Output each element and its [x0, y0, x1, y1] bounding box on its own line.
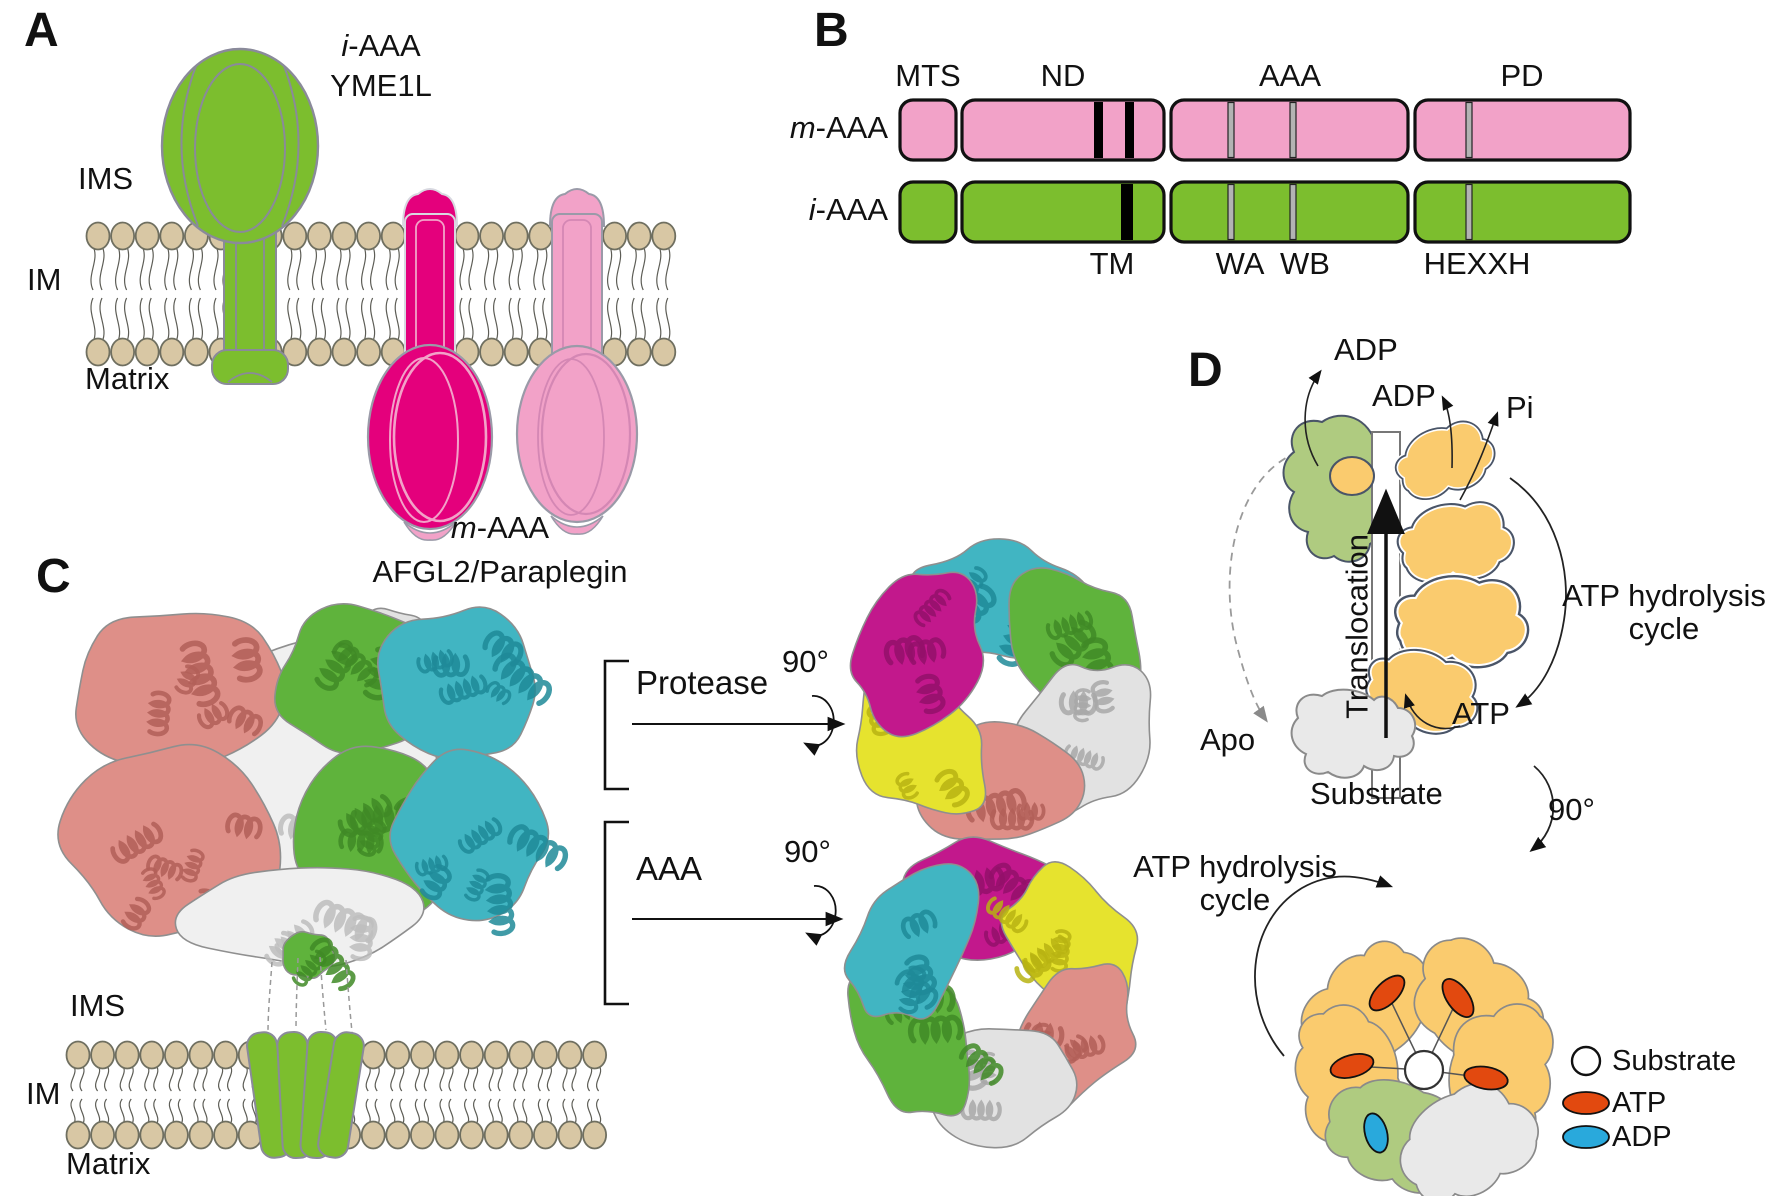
- legend-adp-label: ADP: [1612, 1121, 1672, 1153]
- tm-connector-lines: [267, 956, 353, 1033]
- rotation-90-label-2: 90°: [784, 834, 831, 869]
- protease-aaa-brackets: [603, 659, 629, 1006]
- panel-c-im-label: IM: [26, 1076, 61, 1111]
- legend-atp-icon: [1562, 1091, 1610, 1115]
- domain-label-aaa: AAA: [1258, 58, 1322, 93]
- panel-c-matrix-label: Matrix: [66, 1146, 151, 1181]
- panel-d-top-view: [1254, 875, 1610, 1196]
- motif-label-tm: TM: [1089, 246, 1135, 281]
- m-aaa-title: m-AAA: [450, 510, 550, 545]
- panel-d-letter: D: [1188, 344, 1223, 397]
- adp-release-arrow-1: [1304, 369, 1322, 467]
- apo-return-dashed-arc: [1228, 451, 1299, 723]
- rotation-90-label-3: 90°: [1548, 792, 1595, 827]
- aaa-bracket-label: AAA: [636, 850, 703, 887]
- atp-molecule-3: [1329, 1053, 1375, 1079]
- adp-release-label-1: ADP: [1334, 332, 1398, 367]
- rotation-arc-2: [805, 885, 837, 946]
- afg3l2-paraplegin-label: AFGL2/Paraplegin: [372, 554, 628, 589]
- panel-a-matrix-label: Matrix: [85, 361, 170, 396]
- row-label-i-aaa: i-AAA: [808, 192, 888, 227]
- adp-release-arrow-2: [1441, 395, 1454, 469]
- pi-release-arrow: [1459, 411, 1499, 501]
- substrate-label: Substrate: [1310, 776, 1443, 811]
- domain-bar-m-aaa: [898, 98, 1632, 162]
- motif-label-wa: WA: [1215, 246, 1265, 281]
- adp-molecule: [1363, 1112, 1389, 1154]
- atp-binding-arrow: [1403, 693, 1461, 730]
- motif-label-hexxh: HEXXH: [1423, 246, 1531, 281]
- atp-subunit-tip: [1329, 456, 1375, 496]
- yme1l-label: YME1L: [330, 68, 432, 103]
- legend-substrate-icon: [1570, 1045, 1602, 1077]
- protease-ring-top-view: [849, 538, 1152, 840]
- row-label-m-aaa: m-AAA: [789, 110, 888, 145]
- i-aaa-title: i-AAA: [341, 28, 421, 63]
- apo-label: Apo: [1200, 722, 1256, 757]
- aaa-ring-top-view: [843, 836, 1139, 1149]
- adp-state-subunit: [1282, 414, 1377, 563]
- hexamer-side-view: [57, 603, 569, 992]
- panel-c-letter: C: [36, 550, 71, 603]
- domain-label-pd: PD: [1500, 58, 1544, 93]
- panel-a-ims-label: IMS: [78, 161, 134, 196]
- panel-a-im-label: IM: [27, 262, 62, 297]
- m-aaa-protein-dark: [366, 188, 494, 541]
- panel-b-letter: B: [814, 4, 849, 57]
- m-aaa-protein-light: [515, 188, 639, 535]
- atp-hydrolysis-cycle-arc-side: [1509, 477, 1567, 708]
- pi-label: Pi: [1506, 390, 1534, 425]
- legend: [1562, 1045, 1610, 1149]
- atp-molecule-1: [1368, 974, 1406, 1012]
- i-aaa-protein: [160, 47, 320, 385]
- atp-state-subunit-1: [1393, 419, 1497, 502]
- panel-d-side-view: [1228, 369, 1567, 853]
- atp-molecule-2: [1441, 978, 1475, 1018]
- domain-label-nd: ND: [1040, 58, 1086, 93]
- legend-atp-label: ATP: [1612, 1087, 1667, 1119]
- tm-helices: [246, 1030, 365, 1160]
- panel-a-art: [85, 47, 677, 541]
- rotation-arc-3: [1529, 765, 1555, 853]
- protease-bracket-label: Protease: [636, 664, 769, 701]
- atp-label: ATP: [1452, 696, 1510, 731]
- rotation-90-label-1: 90°: [782, 644, 829, 679]
- panel-c-ims-label: IMS: [70, 988, 126, 1023]
- adp-release-label-2: ADP: [1372, 378, 1436, 413]
- panel-c-art: [57, 538, 1152, 1160]
- substrate-cross-section: [1403, 1049, 1445, 1091]
- domain-bar-i-aaa: [898, 180, 1632, 244]
- atp-molecule-4: [1463, 1065, 1509, 1091]
- translocation-label: Translocation: [1339, 533, 1375, 719]
- legend-substrate-label: Substrate: [1612, 1045, 1737, 1077]
- legend-adp-icon: [1562, 1125, 1610, 1149]
- motif-label-wb: WB: [1280, 246, 1330, 281]
- panel-b-art: [898, 98, 1632, 244]
- rotation-arc-1: [803, 695, 835, 756]
- atp-hydrolysis-cycle-arc-bottom: [1254, 875, 1394, 1057]
- domain-label-mts: MTS: [895, 58, 961, 93]
- panel-a-letter: A: [24, 4, 59, 57]
- ring-subunit-apo: [1399, 1082, 1539, 1196]
